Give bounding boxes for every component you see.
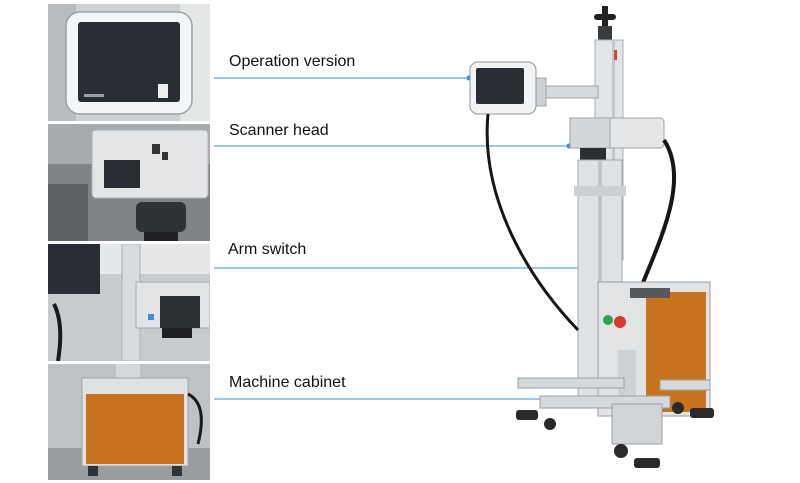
- touchscreen-icon: [476, 68, 524, 104]
- label-operation-version: Operation version: [229, 53, 356, 70]
- label-arm-switch: Arm switch: [228, 241, 307, 258]
- photo-machine-cabinet: [48, 364, 210, 480]
- photo-scanner-head: [48, 124, 210, 241]
- label-machine-cabinet: Machine cabinet: [229, 374, 346, 391]
- arm-switch-icon: [603, 315, 613, 325]
- label-scanner-head: Scanner head: [229, 122, 329, 139]
- photo-operation-version: [48, 4, 210, 121]
- laser-marking-machine: [469, 6, 714, 468]
- photo-arm-switch: [48, 244, 210, 361]
